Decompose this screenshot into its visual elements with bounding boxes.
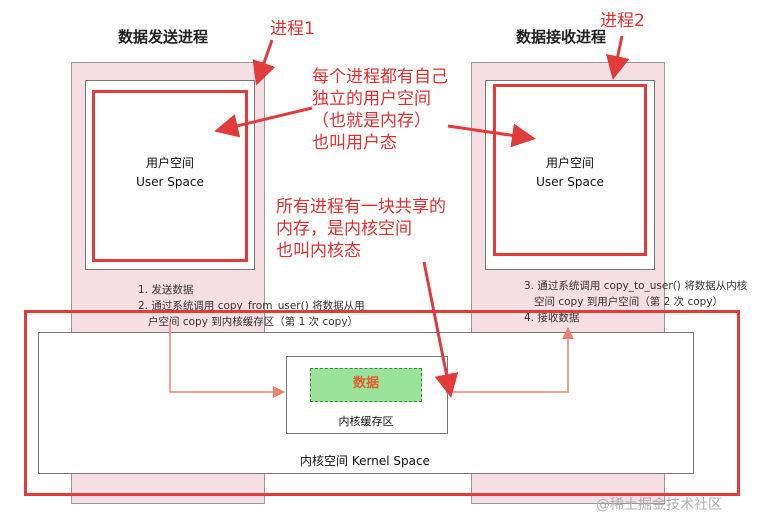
receiver-process-title: 数据接收进程 bbox=[516, 28, 607, 46]
sender-process-title: 数据发送进程 bbox=[118, 28, 209, 46]
kernel-space-label: 内核空间 Kernel Space bbox=[300, 454, 430, 468]
kernel-pointer-arrow bbox=[422, 261, 459, 398]
user-space-annotation: 每个进程都有自己 独立的用户空间 （也就是内存） 也叫用户态 bbox=[312, 67, 448, 153]
sender-user-space-label: 用户空间 User Space bbox=[92, 154, 248, 192]
kernel-buffer-label: 内核缓存区 bbox=[338, 415, 394, 428]
process2-pointer-arrow bbox=[605, 35, 630, 80]
receiver-user-space-en: User Space bbox=[536, 175, 604, 189]
user-space-left-arrow bbox=[214, 106, 313, 138]
data-block: 数据 bbox=[310, 368, 422, 402]
receiver-user-space-label: 用户空间 User Space bbox=[493, 154, 647, 192]
sender-user-space-cn: 用户空间 bbox=[145, 156, 194, 170]
copy-from-user-arrow bbox=[169, 322, 285, 398]
kernel-space-annotation: 所有进程有一块共享的 内存，是内核空间 也叫内核态 bbox=[276, 197, 446, 261]
process1-tag: 进程1 bbox=[270, 19, 315, 39]
process2-tag: 进程2 bbox=[600, 11, 645, 31]
kernel-highlight-frame bbox=[24, 310, 740, 496]
user-space-right-arrow bbox=[447, 123, 536, 148]
copy-to-user-arrow bbox=[446, 327, 574, 393]
receiver-user-space-highlight bbox=[493, 84, 647, 256]
receiver-user-space-cn: 用户空间 bbox=[545, 156, 594, 170]
process1-pointer-arrow bbox=[252, 39, 276, 86]
sender-user-space-en: User Space bbox=[136, 175, 204, 189]
sender-steps: 1. 发送数据 2. 通过系统调用 copy_from_user() 将数据从用… bbox=[138, 284, 365, 328]
watermark: @稀土掘金技术社区 bbox=[596, 497, 722, 513]
receiver-steps: 3. 通过系统调用 copy_to_user() 将数据从内核 空间 copy … bbox=[524, 280, 748, 324]
